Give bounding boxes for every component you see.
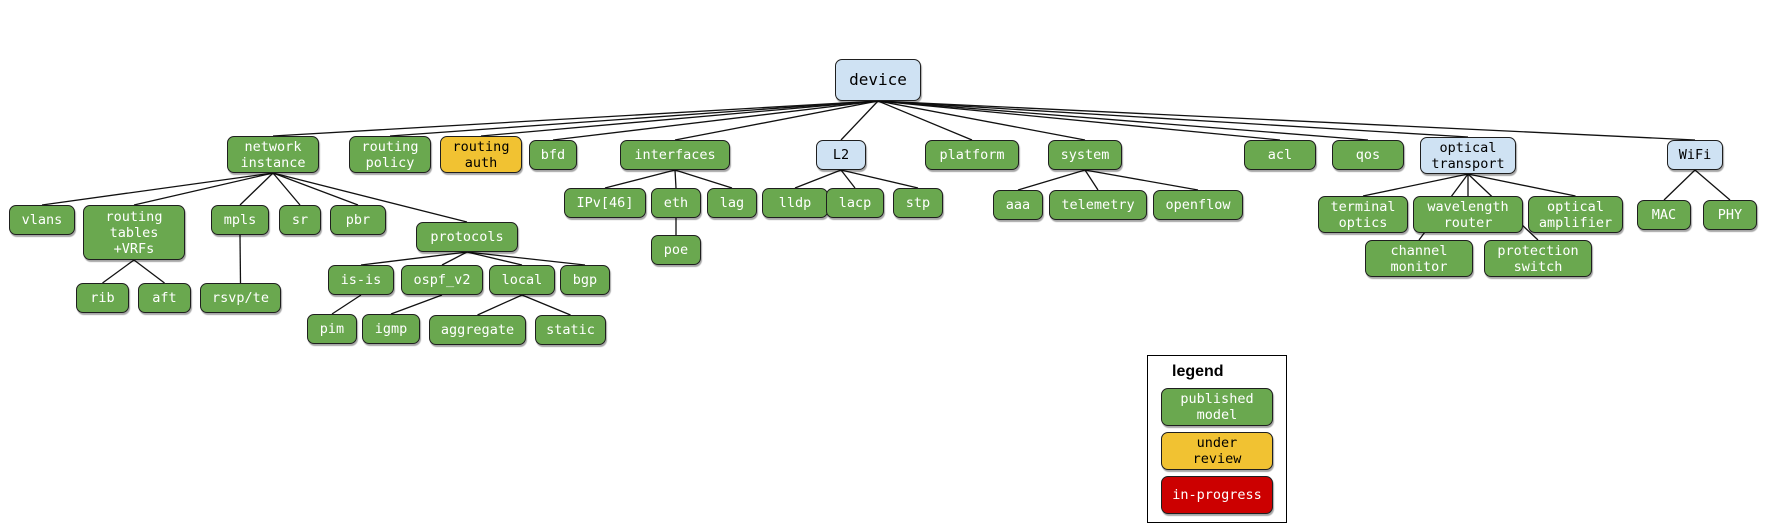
node-stp: stp xyxy=(893,188,943,218)
edge-device-interfaces xyxy=(674,100,879,141)
node-is-is: is-is xyxy=(328,265,394,295)
node-platform: platform xyxy=(925,140,1019,170)
node-bgp: bgp xyxy=(560,265,610,295)
node-wavelength-router: wavelength router xyxy=(1413,196,1523,233)
legend-box: legend published model under review in-p… xyxy=(1147,355,1287,523)
edge-device-optical_transport xyxy=(877,100,1469,138)
edge-l2-lacp xyxy=(840,169,856,189)
edge-interfaces-ipv46 xyxy=(604,169,676,189)
node-optical-amplifier: optical amplifier xyxy=(1528,196,1623,233)
edge-routing_tables-aft xyxy=(133,259,165,284)
edge-system-telemetry xyxy=(1084,169,1099,191)
node-rsvp-te: rsvp/te xyxy=(200,283,281,313)
edge-local-static xyxy=(521,294,571,316)
node-igmp: igmp xyxy=(362,314,420,344)
edge-device-platform xyxy=(877,100,973,141)
edge-device-system xyxy=(877,100,1086,141)
node-rib: rib xyxy=(76,283,129,313)
edge-device-acl xyxy=(877,100,1281,141)
node-sr: sr xyxy=(279,205,321,235)
node-interfaces: interfaces xyxy=(620,140,730,170)
edge-device-wifi xyxy=(877,100,1696,141)
node-protocols: protocols xyxy=(416,222,518,252)
edge-ospf_v2-igmp xyxy=(390,294,443,315)
node-routing-auth: routing auth xyxy=(440,136,522,173)
edge-protocols-bgp xyxy=(466,251,586,266)
node-mpls: mpls xyxy=(211,205,269,235)
edge-device-routing_auth xyxy=(480,100,879,137)
node-l2: L2 xyxy=(816,140,866,170)
node-device: device xyxy=(835,59,921,101)
node-aaa: aaa xyxy=(993,190,1043,220)
edge-protocols-local xyxy=(466,251,523,266)
node-protection-switch: protection switch xyxy=(1484,240,1592,277)
node-terminal-optics: terminal optics xyxy=(1318,196,1408,233)
edge-device-l2 xyxy=(840,100,879,141)
legend-published-model: published model xyxy=(1161,388,1273,426)
edge-network_instance-protocols xyxy=(272,172,468,223)
edge-device-bfd xyxy=(552,100,879,141)
edge-is_is-pim xyxy=(331,294,362,315)
edge-system-aaa xyxy=(1017,169,1086,191)
edge-mpls-rsvp_te xyxy=(239,234,242,284)
node-aft: aft xyxy=(138,283,191,313)
node-vlans: vlans xyxy=(9,205,75,235)
node-poe: poe xyxy=(651,235,701,265)
edge-wifi-mac xyxy=(1663,169,1696,201)
node-wifi: WiFi xyxy=(1667,140,1723,170)
edge-device-network_instance xyxy=(272,100,879,137)
edge-l2-lldp xyxy=(794,169,842,189)
node-static: static xyxy=(535,315,606,345)
node-optical-transport: optical transport xyxy=(1420,137,1516,174)
node-bfd: bfd xyxy=(529,140,577,170)
edge-optical_transport-optical_amplifier xyxy=(1467,173,1576,197)
edge-network_instance-pbr xyxy=(272,172,359,206)
edge-local-aggregate xyxy=(477,294,523,316)
edge-routing_tables-rib xyxy=(102,259,135,284)
node-qos: qos xyxy=(1332,140,1404,170)
edge-interfaces-lag xyxy=(674,169,733,189)
edge-network_instance-routing_tables xyxy=(133,172,274,206)
node-aggregate: aggregate xyxy=(429,315,526,345)
legend-title: legend xyxy=(1172,363,1224,380)
node-pbr: pbr xyxy=(330,205,386,235)
edge-optical_transport-terminal_optics xyxy=(1362,173,1469,197)
node-network-instance: network instance xyxy=(227,136,319,173)
edge-network_instance-vlans xyxy=(41,172,274,206)
node-channel-monitor: channel monitor xyxy=(1365,240,1473,277)
node-lacp: lacp xyxy=(826,188,884,218)
node-phy: PHY xyxy=(1703,200,1757,230)
node-routing-policy: routing policy xyxy=(349,136,431,173)
edge-device-qos xyxy=(877,100,1369,141)
node-lag: lag xyxy=(707,188,757,218)
edge-network_instance-mpls xyxy=(239,172,274,206)
node-telemetry: telemetry xyxy=(1049,190,1147,220)
edge-protocols-ospf_v2 xyxy=(441,251,468,266)
edge-interfaces-eth xyxy=(674,169,677,189)
node-routing-tables: routing tables +VRFs xyxy=(83,205,185,260)
legend-in-progress: in-progress xyxy=(1161,476,1273,514)
node-local: local xyxy=(489,265,555,295)
edge-l2-stp xyxy=(840,169,919,189)
node-lldp: lldp xyxy=(762,188,828,218)
edge-network_instance-sr xyxy=(272,172,301,206)
legend-under-review: under review xyxy=(1161,432,1273,470)
edge-wifi-phy xyxy=(1694,169,1731,201)
node-mac: MAC xyxy=(1637,200,1691,230)
edge-system-openflow xyxy=(1084,169,1199,191)
edge-device-routing_policy xyxy=(389,100,879,137)
node-acl: acl xyxy=(1244,140,1316,170)
node-ipv46: IPv[46] xyxy=(564,188,646,218)
node-system: system xyxy=(1048,140,1122,170)
edge-protocols-is_is xyxy=(360,251,468,266)
node-eth: eth xyxy=(651,188,701,218)
node-openflow: openflow xyxy=(1153,190,1243,220)
node-ospf-v2: ospf_v2 xyxy=(401,265,483,295)
node-pim: pim xyxy=(307,314,357,344)
